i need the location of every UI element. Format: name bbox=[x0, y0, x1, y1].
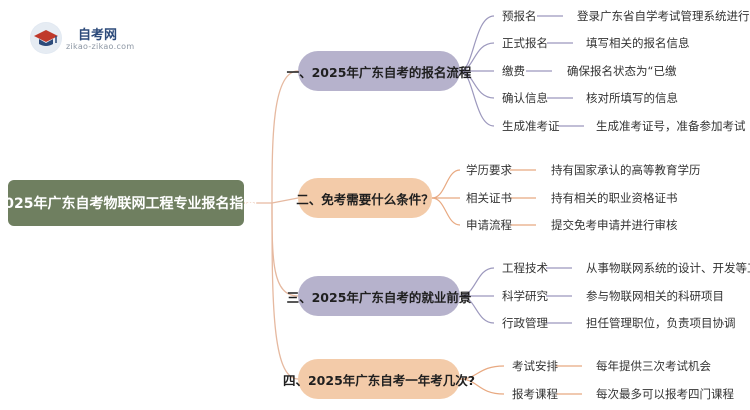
section-1-item-5-label: 生成准考证 bbox=[502, 119, 560, 133]
section-4-connectors bbox=[459, 365, 582, 395]
section-4-item-2-detail: 每次最多可以报考四门课程 bbox=[596, 387, 734, 401]
section-3-item-1-detail: 从事物联网系统的设计、开发等工作 bbox=[586, 261, 750, 275]
section-1-item-2-label: 正式报名 bbox=[502, 36, 548, 50]
section-1-item-2-detail: 填写相关的报名信息 bbox=[586, 36, 690, 50]
section-3-node: 三、2025年广东自考的就业前景 bbox=[287, 276, 471, 316]
section-3-item-2-detail: 参与物联网相关的科研项目 bbox=[586, 289, 724, 303]
section-2-item-3-detail: 提交免考申请并进行审核 bbox=[551, 218, 678, 232]
site-logo[interactable]: 自考网 zikao-zikao.com bbox=[30, 20, 170, 60]
section-2-item-2-label: 相关证书 bbox=[466, 191, 512, 205]
section-1-item-5-detail: 生成准考证号，准备参加考试 bbox=[596, 119, 746, 133]
section-2-item-1-label: 学历要求 bbox=[466, 163, 512, 177]
section-3-item-3-label: 行政管理 bbox=[502, 316, 548, 330]
section-3-item-1-label: 工程技术 bbox=[502, 261, 548, 275]
section-1-item-1-label: 预报名 bbox=[502, 9, 537, 23]
section-4-item-2-label: 报考课程 bbox=[512, 387, 558, 401]
section-4-item-1-label: 考试安排 bbox=[512, 359, 558, 373]
section-2-item-2-detail: 持有相关的职业资格证书 bbox=[551, 191, 678, 205]
section-3-connectors bbox=[459, 267, 572, 324]
section-4-node: 四、2025年广东自考一年考几次? bbox=[283, 359, 475, 399]
section-3-item-2-label: 科学研究 bbox=[502, 289, 548, 303]
section-3-item-3-detail: 担任管理职位，负责项目协调 bbox=[586, 316, 736, 330]
section-1-node: 一、2025年广东自考的报名流程 bbox=[287, 51, 471, 91]
logo-title: 自考网 bbox=[78, 28, 118, 43]
section-1-item-3-label: 缴费 bbox=[502, 64, 525, 78]
section-1-item-4-label: 确认信息 bbox=[502, 91, 548, 105]
section-1-item-1-detail: 登录广东省自学考试管理系统进行预报名 bbox=[577, 9, 750, 23]
section-2-item-3-label: 申请流程 bbox=[466, 218, 512, 232]
section-4-item-1-detail: 每年提供三次考试机会 bbox=[596, 359, 711, 373]
section-1-connectors bbox=[459, 15, 584, 127]
root-connectors bbox=[244, 70, 299, 380]
section-2-node: 二、免考需要什么条件？ bbox=[296, 178, 434, 218]
section-1-item-3-detail: 确保报名状态为“已缴 bbox=[567, 64, 677, 78]
section-1-item-4-detail: 核对所填写的信息 bbox=[586, 91, 678, 105]
logo-subtitle: zikao-zikao.com bbox=[66, 42, 135, 51]
section-2-item-1-detail: 持有国家承认的高等教育学历 bbox=[551, 163, 701, 177]
section-2-connectors bbox=[431, 169, 536, 226]
root-node: 2025年广东自考物联网工程专业报名指南 bbox=[0, 180, 257, 226]
graduation-cap-icon bbox=[30, 22, 62, 54]
